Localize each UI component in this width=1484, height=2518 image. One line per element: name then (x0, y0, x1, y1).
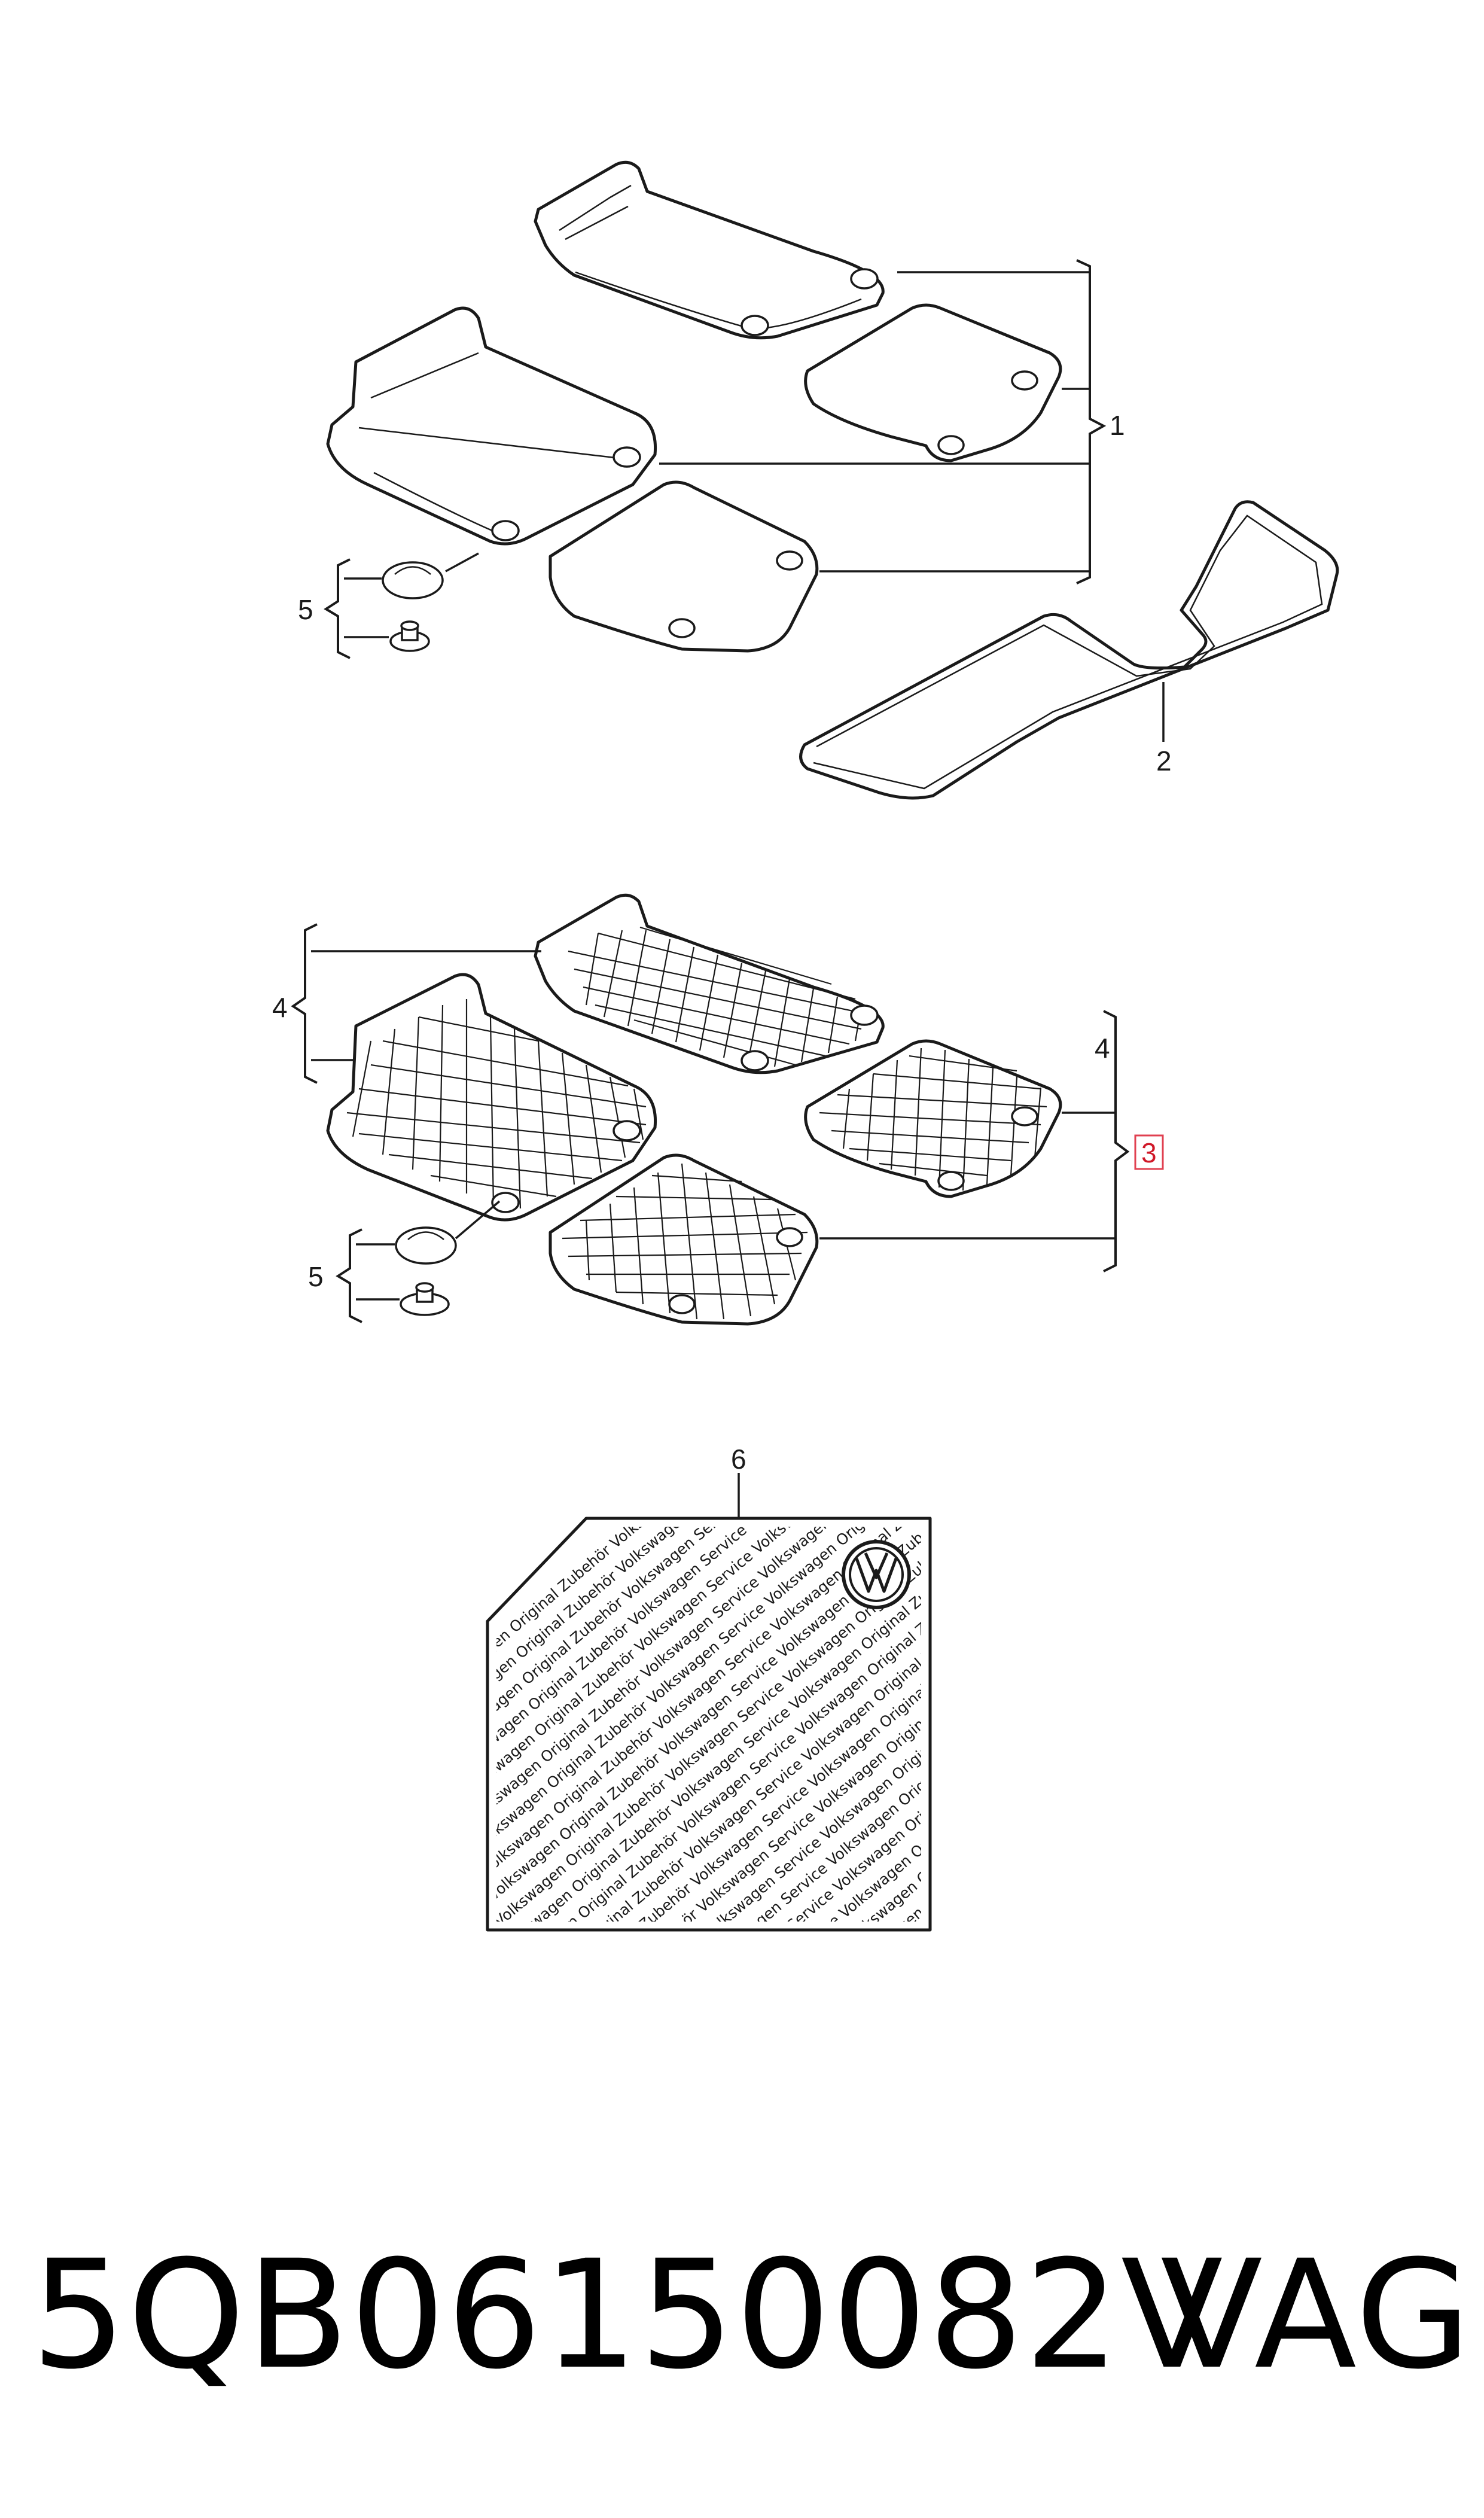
grid-texture-rl (562, 1163, 808, 1320)
callout-4-right[interactable]: 4 (1095, 1033, 1110, 1064)
callout-2[interactable]: 2 (1156, 745, 1172, 777)
mat-rear-left[interactable] (548, 480, 819, 653)
part-number: 5QB06150082V (31, 2228, 1224, 2402)
callout-6[interactable]: 6 (731, 1444, 746, 1475)
callout-1[interactable]: 1 (1110, 410, 1125, 441)
mat-front-left[interactable] (326, 306, 657, 546)
label-sticker[interactable] (486, 1517, 932, 1932)
rubber-mat-set: 4 4 3 (272, 893, 1164, 1326)
grid-texture-fl (346, 999, 647, 1209)
callout-5-middle[interactable]: 5 (308, 1261, 324, 1292)
grid-texture-rr (819, 1048, 1047, 1191)
fastener-clip-set-middle: 5 (308, 1200, 501, 1323)
callout-4-left[interactable]: 4 (272, 992, 288, 1023)
accessory-label: 6 Volkswagen Service Volkswagen Original… (486, 1444, 932, 1932)
brand-label: VAG (1160, 2228, 1473, 2402)
callout-3-highlight (1134, 1134, 1164, 1170)
rubber-mat-rear-left[interactable] (548, 1153, 819, 1326)
mat-rear-bench[interactable] (799, 500, 1339, 800)
callout-5-top[interactable]: 5 (298, 594, 313, 625)
mat-front-right[interactable] (534, 160, 885, 340)
mat-rear-right[interactable] (804, 303, 1062, 462)
fastener-clip-set-top: 5 (298, 552, 479, 659)
label-text-pattern: Volkswagen Service Volkswagen Original Z… (496, 1527, 921, 1922)
carpet-mat-set: 1 (326, 160, 1125, 653)
vw-logo-icon (842, 1540, 911, 1609)
grid-texture-fr (568, 926, 868, 1067)
callout-3[interactable]: 3 (1141, 1137, 1157, 1168)
rear-bench-mat: 2 (799, 500, 1339, 800)
